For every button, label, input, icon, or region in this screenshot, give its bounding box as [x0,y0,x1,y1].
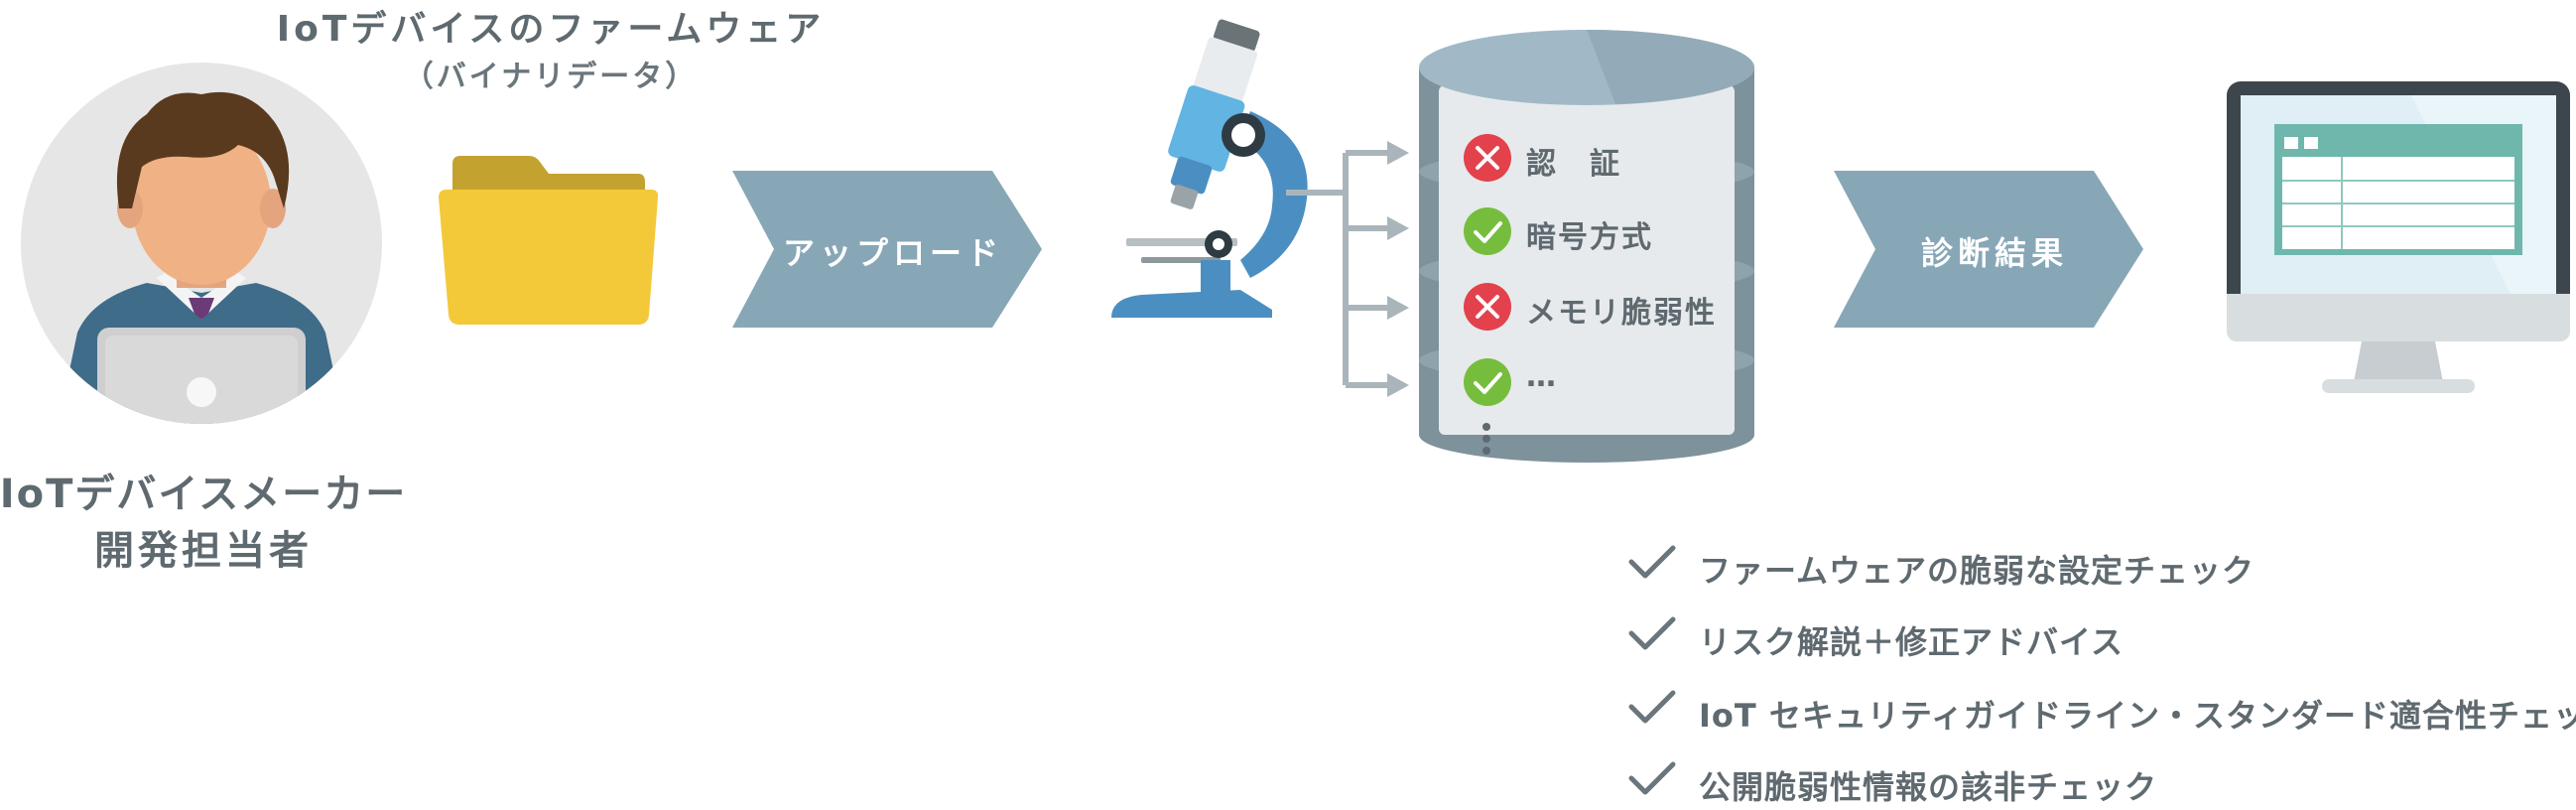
upload-arrow [732,171,1042,328]
check-icon [1464,207,1511,255]
result-label: 診断結果 [1920,234,2068,272]
check-icon [1628,761,1676,795]
cross-icon [1464,134,1511,182]
db-item-label: … [1526,359,1558,394]
check-icon [1628,616,1676,650]
feature-text: ファームウェアの脆弱な設定チェック [1699,552,2255,590]
db-item-label: 暗号方式 [1526,220,1653,255]
feature-item: リスク解説＋修正アドバイス [1627,609,2570,665]
check-icon [1464,358,1511,406]
result-arrow [1834,171,2143,328]
folder-icon [439,156,659,325]
firmware-title: IoTデバイスのファームウェア [276,9,826,50]
firmware-subtitle: （バイナリデータ） [403,60,699,94]
db-item-label: メモリ脆弱性 [1526,296,1717,331]
feature-item: 公開脆弱性情報の該非チェック [1627,754,2570,810]
feature-text: リスク解説＋修正アドバイス [1699,623,2125,661]
feature-item: IoT セキュリティガイドライン・スタンダード適合性チェック [1627,683,2576,739]
developer-label: 開発担当者 [94,528,313,574]
feature-item: ファームウェアの脆弱な設定チェック [1627,538,2570,594]
feature-text: 公開脆弱性情報の該非チェック [1699,768,2158,806]
cross-icon [1464,283,1511,331]
maker-label: IoTデバイスメーカー [0,472,408,517]
upload-label: アップロード [782,234,1003,272]
check-icon [1628,545,1676,579]
microscope-icon [1111,19,1308,318]
branch-connector [1286,141,1409,397]
feature-text: IoT セキュリティガイドライン・スタンダード適合性チェック [1699,697,2576,735]
check-icon [1628,690,1676,724]
db-item-label: 認 証 [1526,147,1621,182]
developer-avatar-icon [21,63,382,424]
monitor-icon [2227,81,2570,393]
